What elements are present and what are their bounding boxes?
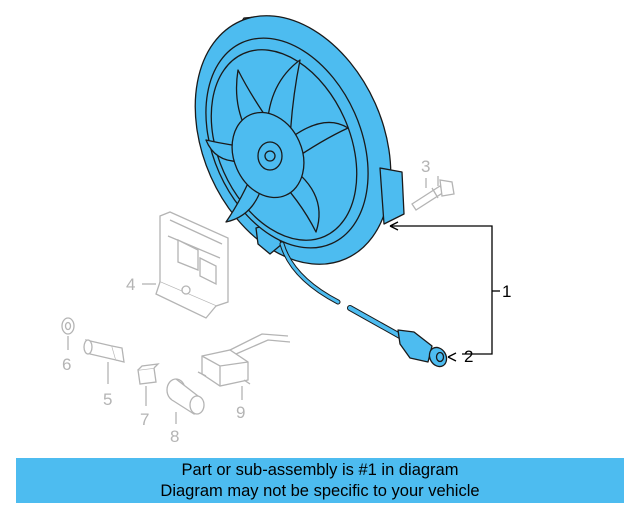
callout-6[interactable]: 6 <box>62 355 71 374</box>
sensor-part <box>166 378 205 416</box>
bolt-part <box>411 176 455 211</box>
connector-cap[interactable] <box>426 344 450 369</box>
inactive-leader-lines <box>67 178 427 424</box>
washer-part <box>61 317 75 335</box>
banner-line-disclaimer: Diagram may not be specific to your vehi… <box>160 482 480 500</box>
banner-line-part-number: Part or sub-assembly is #1 in diagram <box>181 461 459 479</box>
fan-assembly[interactable] <box>158 0 433 363</box>
leader-lines <box>389 221 500 362</box>
callout-5[interactable]: 5 <box>103 390 112 409</box>
callout-9[interactable]: 9 <box>236 403 245 422</box>
relay-part <box>197 333 291 387</box>
callout-3[interactable]: 3 <box>421 157 430 176</box>
callout-7[interactable]: 7 <box>140 410 149 429</box>
clip-part <box>137 363 160 385</box>
info-banner: Part or sub-assembly is #1 in diagram Di… <box>16 458 624 503</box>
resistor-bracket-part <box>155 211 229 319</box>
callout-4[interactable]: 4 <box>126 275 135 294</box>
callout-1[interactable]: 1 <box>502 282 511 301</box>
switch-part <box>83 339 125 363</box>
callout-2[interactable]: 2 <box>464 347 473 366</box>
callout-8[interactable]: 8 <box>170 427 179 446</box>
